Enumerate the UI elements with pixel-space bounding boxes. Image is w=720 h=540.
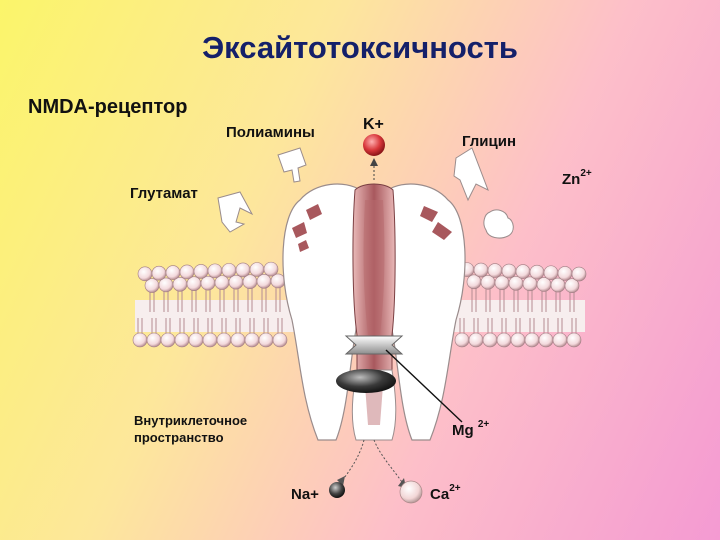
lipid-head — [193, 264, 209, 279]
lipid-head — [557, 266, 573, 281]
lipid-head — [571, 266, 587, 282]
zinc-label: Zn2+ — [562, 168, 592, 188]
lipid-head — [202, 332, 218, 348]
magnesium-ion — [336, 369, 396, 393]
lipid-head — [235, 262, 251, 278]
calcium-label: Ca2+ — [430, 483, 461, 503]
lipid-head — [454, 332, 470, 348]
lipid-head — [468, 332, 484, 348]
lipid-head — [272, 332, 288, 348]
sodium-ion — [329, 482, 345, 498]
lipid-head — [221, 263, 237, 278]
lipid-head — [487, 263, 503, 278]
lipid-head — [137, 266, 153, 282]
magnesium-pointer — [385, 349, 463, 423]
lipid-head — [146, 332, 162, 348]
lipid-head — [258, 332, 274, 348]
slide-title: Эксайтотоксичность — [202, 30, 518, 65]
lipid-head — [132, 332, 148, 348]
lipid-head — [515, 264, 531, 279]
receptor-body — [282, 183, 466, 441]
lipid-head — [165, 265, 181, 280]
lipid-head — [179, 264, 195, 280]
lipid-head — [207, 263, 223, 279]
lipid-head — [510, 332, 526, 348]
calcium-ion — [399, 480, 423, 504]
lipid-head — [524, 332, 540, 348]
magnesium-label: Mg 2+ — [452, 419, 490, 439]
lipid-head — [263, 261, 279, 277]
intracellular-space-label: Внутриклеточное пространство — [134, 413, 248, 445]
lipid-head — [529, 264, 545, 280]
sodium-label: Na+ — [291, 486, 319, 503]
potassium-ion — [363, 134, 385, 156]
lipid-head — [230, 332, 246, 348]
polyamine-shape — [277, 147, 307, 183]
lipid-head — [543, 265, 559, 281]
lipid-bilayer — [132, 261, 587, 348]
lipid-head — [482, 332, 498, 348]
polyamines-label: Полиамины — [226, 124, 315, 141]
lipid-heads-bottom — [132, 332, 582, 348]
glutamate-label: Глутамат — [130, 185, 198, 202]
lipid-head — [160, 332, 176, 348]
nmda-receptor-label: NMDA-рецептор — [28, 96, 188, 118]
lipid-heads-top — [137, 261, 587, 294]
potassium-label: K+ — [363, 116, 384, 133]
ion-inflow-arrows — [340, 439, 403, 483]
lipid-head — [564, 278, 580, 294]
lipid-head — [566, 332, 582, 348]
glutamate-shape — [217, 191, 254, 233]
glycine-shape — [453, 147, 489, 202]
lipid-head — [249, 262, 265, 277]
lipid-head — [151, 265, 167, 281]
lipid-head — [552, 332, 568, 348]
lipid-head — [538, 332, 554, 348]
lipid-head — [188, 332, 204, 348]
lipid-head — [216, 332, 232, 348]
glycine-label: Глицин — [462, 133, 517, 150]
lipid-tails — [137, 286, 577, 334]
lipid-head — [473, 262, 489, 278]
lipid-head — [501, 263, 517, 279]
lipid-head — [496, 332, 512, 348]
lipid-head — [174, 332, 190, 348]
zinc-shape — [483, 209, 514, 239]
lipid-head — [244, 332, 260, 348]
